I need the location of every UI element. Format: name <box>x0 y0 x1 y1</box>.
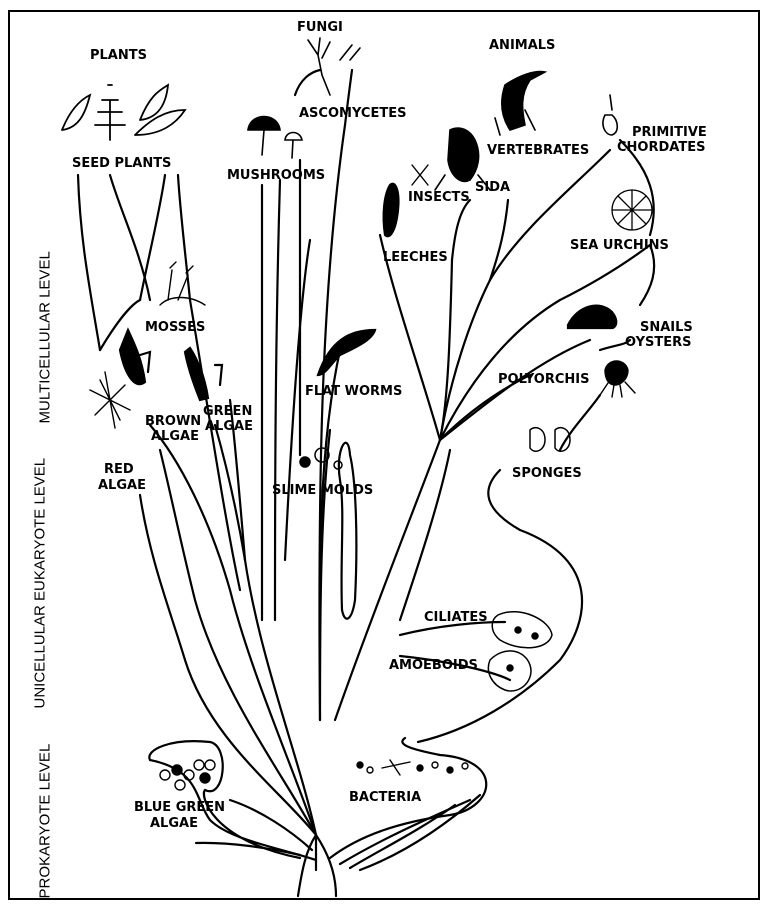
label-slime-molds: SLIME MOLDS <box>272 483 374 498</box>
slime-mold-icon <box>299 447 343 470</box>
snail-branch <box>438 338 592 442</box>
hornbill-icon <box>494 70 548 136</box>
chordate-icon <box>602 94 619 136</box>
polyorchis-icon <box>599 360 636 398</box>
level-unicellular: UNICELLULAR EUKARYOTE LEVEL <box>31 457 49 709</box>
label-amoeboids: AMOEBOIDS <box>389 658 478 673</box>
mushroom-icon <box>247 115 303 159</box>
mosses-branch <box>188 298 242 592</box>
label-animals: ANIMALS <box>489 38 556 53</box>
vertebrate-branch <box>488 148 612 282</box>
seed-plants-branch <box>76 173 102 352</box>
red-algae-icon <box>89 371 131 429</box>
label-snails: SNAILS <box>640 320 693 335</box>
label-brown: BROWN <box>145 414 202 429</box>
label-blue-green-algae: ALGAE <box>150 816 198 831</box>
flat-worm-icon <box>316 328 377 377</box>
label-oysters: OYSTERS <box>625 335 692 350</box>
blue-green-algae-icon <box>159 759 216 791</box>
protist-branch <box>416 468 584 744</box>
label-mosses: MOSSES <box>145 320 206 335</box>
label-mushrooms: MUSHROOMS <box>227 168 326 183</box>
label-insects: INSECTS <box>408 190 470 205</box>
sea-urchin-branch <box>438 243 652 442</box>
bacteria-branch <box>328 736 488 860</box>
label-sponges: SPONGES <box>512 466 582 481</box>
amoeboid-icon <box>487 650 532 692</box>
animal-trunk <box>333 438 442 722</box>
green-algae-icon <box>183 346 224 402</box>
plant-icons <box>61 83 187 141</box>
label-ciliates: CILIATES <box>424 610 488 625</box>
label-sea-urchins: SEA URCHINS <box>570 238 669 253</box>
sea-urchin-icon <box>611 189 653 231</box>
butterfly-icon <box>411 164 429 186</box>
slime-molds-branch <box>337 441 358 620</box>
green-algae-branch <box>213 423 318 837</box>
label-vertebrates: VERTEBRATES <box>487 143 590 158</box>
label-ascomycetes: ASCOMYCETES <box>299 106 407 121</box>
label-green-algae: ALGAE <box>205 419 253 434</box>
bacteria-icon <box>356 759 469 776</box>
label-red: RED <box>104 462 134 477</box>
label-leeches: LEECHES <box>383 250 448 265</box>
leech-icon <box>382 182 400 238</box>
red-algae-branch <box>138 493 318 837</box>
level-multicellular: MULTICELLULAR LEVEL <box>36 251 54 424</box>
moss-icon <box>159 261 206 306</box>
label-seed-plants: SEED PLANTS <box>72 156 172 171</box>
label-plants: PLANTS <box>90 48 147 63</box>
brown-algae-icon <box>118 327 152 386</box>
label-primitive: PRIMITIVE <box>632 125 707 140</box>
brown-algae-branch <box>148 423 318 837</box>
blue-green-algae-branch <box>148 740 318 862</box>
label-flat-worms: FLAT WORMS <box>305 384 403 399</box>
insect-branch <box>450 198 472 262</box>
snail-icon <box>566 304 618 330</box>
label-chordates: CHORDATES <box>617 140 706 155</box>
leech-branch <box>378 233 442 442</box>
ascomycete-branch <box>318 123 347 722</box>
label-green: GREEN <box>203 404 253 419</box>
label-fungi: FUNGI <box>297 20 343 35</box>
polyorchis-branch <box>398 448 452 622</box>
sponge-icon <box>529 427 571 452</box>
leaf-icon <box>61 93 92 131</box>
label-brown-algae: ALGAE <box>151 429 199 444</box>
frog-icon <box>434 127 491 191</box>
level-prokaryote: PROKARYOTE LEVEL <box>36 743 54 899</box>
label-polyorchis: POLYORCHIS <box>498 372 590 387</box>
label-bacteria: BACTERIA <box>349 790 422 805</box>
label-red-algae: ALGAE <box>98 478 146 493</box>
ciliate-icon <box>491 611 553 649</box>
fungi-icon <box>307 37 361 96</box>
tree-icon <box>94 84 126 141</box>
label-sida: SIDA <box>475 180 511 195</box>
label-blue-green: BLUE GREEN <box>134 800 226 815</box>
